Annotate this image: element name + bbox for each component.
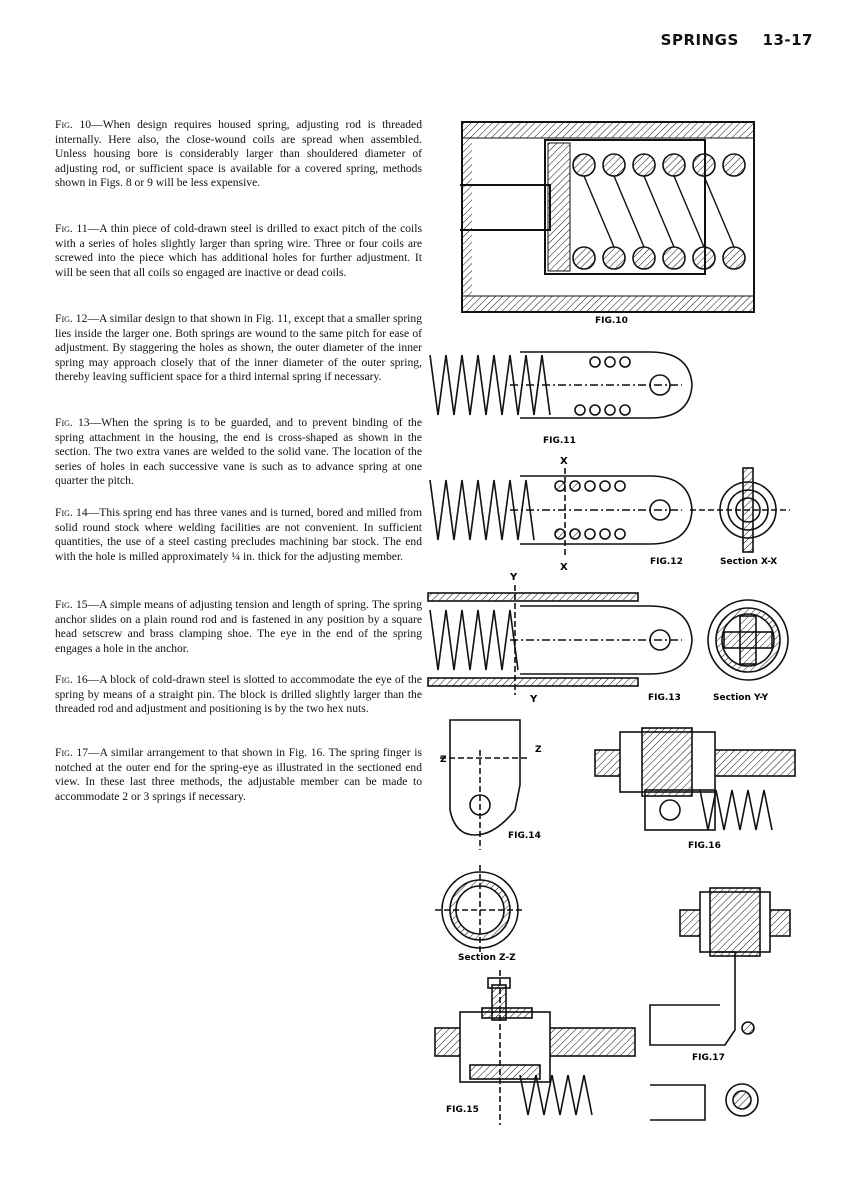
axis-label-z-left: Z (440, 755, 447, 765)
paragraph-fig11: Fig. 11—A thin piece of cold-drawn steel… (55, 222, 422, 280)
page-header: SPRINGS 13-17 (661, 31, 813, 49)
paragraph-fig16: Fig. 16—A block of cold-drawn steel is s… (55, 673, 422, 717)
axis-label-x-bottom: X (560, 562, 568, 573)
fig-ref: Fig. 12 (55, 312, 88, 325)
caption-fig16: FIG.16 (688, 841, 721, 851)
fig-ref: Fig. 11 (55, 222, 88, 235)
axis-label-z-right: Z (535, 745, 542, 755)
paragraph-fig10: Fig. 10—When design requires housed spri… (55, 118, 422, 191)
caption-section-xx: Section X-X (720, 557, 777, 567)
fig14-drawing (435, 719, 530, 955)
fig-ref: Fig. 13 (55, 416, 90, 429)
caption-section-zz: Section Z-Z (458, 953, 516, 963)
caption-fig12: FIG.12 (650, 557, 683, 567)
paragraph-fig14: Fig. 14—This spring end has three vanes … (55, 506, 422, 564)
paragraph-text: —A thin piece of cold-drawn steel is dri… (55, 222, 422, 279)
axis-label-y-top: Y (509, 572, 518, 583)
fig11-drawing (429, 351, 693, 419)
fig13-drawing (427, 585, 789, 695)
caption-fig15: FIG.15 (446, 1105, 479, 1115)
page-number: 13-17 (762, 31, 813, 49)
fig-ref: Fig. 10 (55, 118, 92, 131)
paragraph-text: —A block of cold-drawn steel is slotted … (55, 673, 422, 715)
paragraph-fig15: Fig. 15—A simple means of adjusting tens… (55, 598, 422, 656)
paragraph-text: —When design requires housed spring, adj… (55, 118, 422, 189)
caption-fig17: FIG.17 (692, 1053, 725, 1063)
caption-fig13: FIG.13 (648, 693, 681, 703)
paragraph-fig12: Fig. 12—A similar design to that shown i… (55, 312, 422, 385)
paragraph-fig13: Fig. 13—When the spring is to be guarded… (55, 416, 422, 489)
illustration-column: FIG.10 FIG.11 X X FIG.12 Sect (420, 110, 820, 1130)
paragraph-text: —A simple means of adjusting tension and… (55, 598, 422, 655)
caption-fig10: FIG.10 (595, 316, 628, 326)
fig-ref: Fig. 16 (55, 673, 88, 686)
caption-section-yy: Section Y-Y (713, 693, 769, 703)
paragraph-text: —A similar design to that shown in Fig. … (55, 312, 422, 383)
fig-ref: Fig. 14 (55, 506, 88, 519)
section-title: SPRINGS (660, 31, 739, 49)
axis-label-x-top: X (560, 456, 568, 467)
fig12-drawing (429, 467, 790, 556)
paragraph-fig17: Fig. 17—A similar arrangement to that sh… (55, 746, 422, 804)
fig15-drawing (434, 970, 636, 1125)
axis-label-y-bottom: Y (529, 694, 538, 705)
caption-fig14: FIG.14 (508, 831, 541, 841)
fig16-drawing (594, 727, 796, 831)
paragraph-text: —A similar arrangement to that shown in … (55, 746, 422, 803)
fig-ref: Fig. 17 (55, 746, 89, 759)
paragraph-text: —This spring end has three vanes and is … (55, 506, 422, 563)
caption-fig11: FIG.11 (543, 436, 576, 446)
fig17-drawing (649, 887, 791, 1121)
paragraph-text: —When the spring is to be guarded, and t… (55, 416, 422, 487)
fig10-drawing (460, 121, 755, 313)
fig-ref: Fig. 15 (55, 598, 88, 611)
technical-drawings: FIG.10 FIG.11 X X FIG.12 Sect (427, 121, 796, 1125)
